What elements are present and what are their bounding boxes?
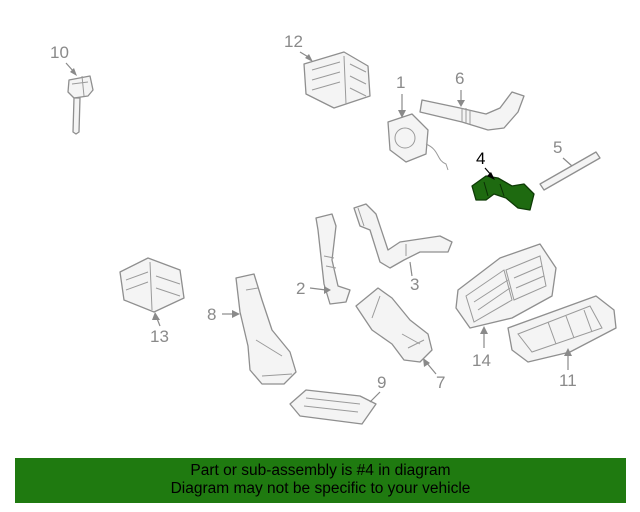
part-7-duct[interactable] — [355, 287, 433, 363]
part-4-duct-highlighted[interactable] — [471, 175, 535, 211]
banner-line-2: Diagram may not be specific to your vehi… — [170, 480, 471, 497]
part-3-duct[interactable] — [353, 203, 453, 269]
svg-text:7: 7 — [436, 373, 445, 392]
info-banner: Part or sub-assembly is #4 in diagram Di… — [15, 458, 626, 503]
callout-5: 5 — [553, 138, 573, 167]
svg-text:4: 4 — [476, 149, 485, 168]
callout-2: 2 — [296, 279, 331, 298]
callout-3: 3 — [409, 261, 419, 294]
callout-11: 11 — [559, 348, 577, 390]
svg-text:9: 9 — [377, 373, 386, 392]
svg-text:5: 5 — [553, 138, 562, 157]
svg-text:13: 13 — [150, 327, 169, 346]
callout-10: 10 — [50, 43, 77, 76]
callout-1: 1 — [396, 73, 406, 118]
svg-text:14: 14 — [472, 351, 491, 370]
part-13-vent[interactable] — [119, 257, 185, 313]
callout-7: 7 — [423, 358, 445, 392]
svg-text:3: 3 — [410, 275, 419, 294]
part-11-vent[interactable] — [507, 295, 617, 363]
svg-text:6: 6 — [455, 69, 464, 88]
part-12-vent[interactable] — [303, 51, 371, 109]
svg-text:8: 8 — [207, 305, 216, 324]
callout-8: 8 — [207, 305, 240, 324]
callout-4: 4 — [476, 149, 495, 180]
svg-text:11: 11 — [559, 371, 577, 390]
part-10-sensor[interactable] — [67, 75, 94, 135]
svg-text:1: 1 — [396, 73, 405, 92]
svg-text:10: 10 — [50, 43, 69, 62]
part-2-duct[interactable] — [315, 213, 351, 305]
part-6-duct[interactable] — [419, 91, 525, 131]
callout-14: 14 — [472, 326, 491, 370]
callout-9: 9 — [369, 373, 386, 403]
svg-text:12: 12 — [284, 32, 303, 51]
svg-text:2: 2 — [296, 279, 305, 298]
callout-13: 13 — [150, 312, 169, 346]
part-8-duct[interactable] — [235, 273, 297, 385]
part-9-plate[interactable] — [289, 389, 377, 425]
part-14-vent[interactable] — [455, 243, 557, 329]
part-5-strip[interactable] — [539, 151, 601, 191]
banner-line-1: Part or sub-assembly is #4 in diagram — [190, 462, 451, 479]
callout-6: 6 — [455, 69, 465, 107]
part-1-actuator[interactable] — [387, 113, 449, 171]
callout-12: 12 — [284, 32, 313, 62]
